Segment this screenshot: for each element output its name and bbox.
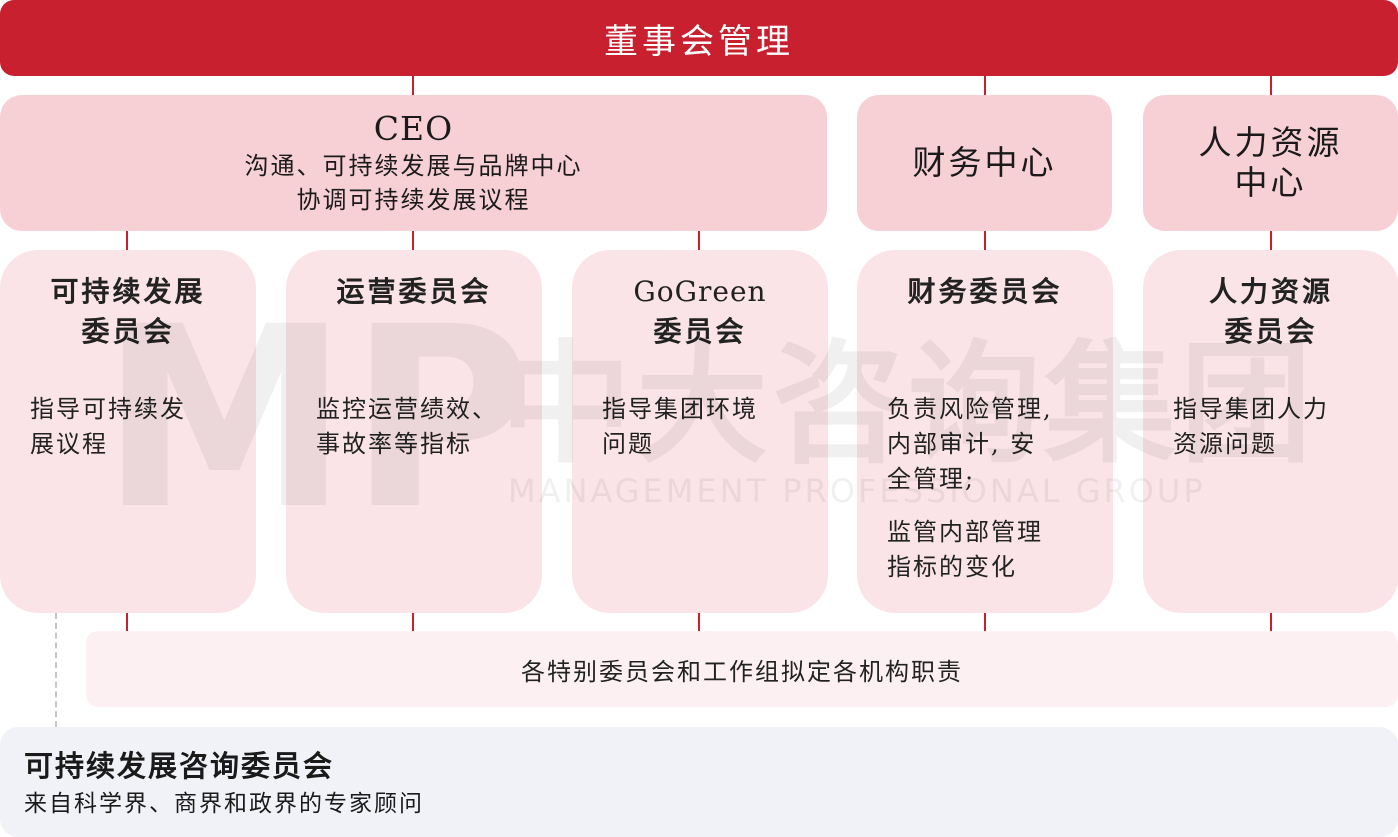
advisory-board-box: 可持续发展咨询委员会 来自科学界、商界和政界的专家顾问 — [0, 727, 1398, 837]
committee-2-desc-line1: 监控运营绩效、 — [316, 395, 498, 423]
committee-card-operations: 运营委员会 监控运营绩效、 事故率等指标 — [286, 250, 542, 613]
advisory-subtitle: 来自科学界、商界和政界的专家顾问 — [24, 791, 424, 817]
connector-ceo-committee-1 — [126, 231, 128, 250]
ceo-title: CEO — [373, 109, 454, 148]
board-title: 董事会管理 — [604, 21, 794, 62]
committee-1-desc-line2: 展议程 — [30, 430, 108, 458]
connector-board-ceo — [412, 76, 414, 95]
committee-3-title-line2: 委员会 — [653, 315, 747, 348]
committee-card-gogreen: GoGreen 委员会 指导集团环境 问题 — [572, 250, 828, 613]
ceo-line2: 协调可持续发展议程 — [296, 186, 531, 214]
connector-committee-4-band — [984, 613, 986, 631]
committee-4-desc1-line3: 全管理; — [887, 465, 976, 493]
hr-center-box: 人力资源 中心 — [1143, 95, 1398, 231]
dashed-connector-advisory — [55, 613, 57, 727]
connector-committee-2-band — [412, 613, 414, 631]
committee-5-title-line1: 人力资源 — [1208, 275, 1333, 308]
connector-ceo-committee-2 — [412, 231, 414, 250]
working-groups-text: 各特别委员会和工作组拟定各机构职责 — [521, 657, 963, 686]
connector-board-finance — [984, 76, 986, 95]
committee-2-desc-line2: 事故率等指标 — [316, 430, 472, 458]
committee-1-desc-line1: 指导可持续发 — [30, 395, 186, 423]
connector-committee-5-band — [1270, 613, 1272, 631]
finance-center-box: 财务中心 — [857, 95, 1112, 231]
committee-5-title-line2: 委员会 — [1224, 315, 1318, 348]
committee-5-desc-line2: 资源问题 — [1173, 430, 1277, 458]
committee-3-desc-line2: 问题 — [602, 430, 654, 458]
connector-committee-1-band — [126, 613, 128, 631]
board-box: 董事会管理 — [0, 0, 1398, 76]
committee-1-title-line2: 委员会 — [81, 315, 175, 348]
connector-board-hr — [1270, 76, 1272, 95]
committee-4-desc2-line2: 指标的变化 — [887, 553, 1017, 581]
committee-card-finance: 财务委员会 负责风险管理, 内部审计, 安 全管理; 监管内部管理 指标的变化 — [857, 250, 1113, 613]
committee-4-desc1-line1: 负责风险管理, — [887, 395, 1053, 423]
committee-1-title-line1: 可持续发展 — [50, 275, 206, 308]
working-groups-band: 各特别委员会和工作组拟定各机构职责 — [86, 631, 1398, 707]
committee-4-desc2-line1: 监管内部管理 — [887, 518, 1043, 546]
connector-ceo-committee-3 — [698, 231, 700, 250]
finance-center-title: 财务中心 — [912, 143, 1057, 182]
committee-card-sustainability: 可持续发展 委员会 指导可持续发 展议程 — [0, 250, 256, 613]
committee-4-desc1-line2: 内部审计, 安 — [887, 430, 1037, 458]
ceo-line1: 沟通、可持续发展与品牌中心 — [244, 152, 583, 180]
hr-center-line2: 中心 — [1234, 163, 1307, 202]
ceo-box: CEO 沟通、可持续发展与品牌中心 协调可持续发展议程 — [0, 95, 827, 231]
committee-4-title-line1: 财务委员会 — [907, 275, 1063, 308]
committee-5-desc-line1: 指导集团人力 — [1173, 395, 1329, 423]
committee-3-desc-line1: 指导集团环境 — [602, 395, 758, 423]
connector-committee-3-band — [698, 613, 700, 631]
connector-finance-committee — [984, 231, 986, 250]
advisory-title: 可持续发展咨询委员会 — [24, 749, 335, 783]
committee-2-title-line1: 运营委员会 — [336, 275, 492, 308]
hr-center-line1: 人力资源 — [1198, 123, 1343, 162]
connector-hr-committee — [1270, 231, 1272, 250]
committee-3-title-line1: GoGreen — [633, 275, 767, 308]
committee-card-hr: 人力资源 委员会 指导集团人力 资源问题 — [1143, 250, 1398, 613]
